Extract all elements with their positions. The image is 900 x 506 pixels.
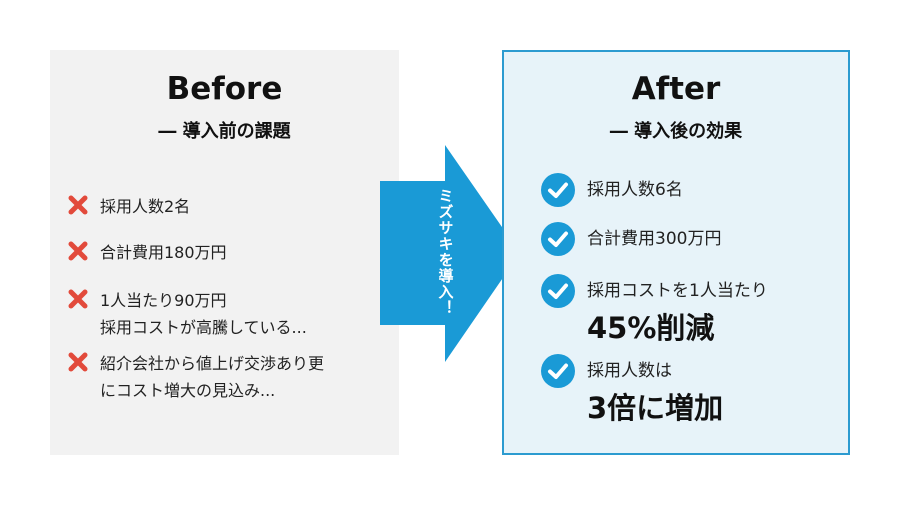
before-title: Before [166, 71, 283, 107]
before-panel: Before ― 導入前の課題 採用人数2名 合計費用180万円 1人当たり90… [50, 50, 399, 455]
after-title: After [631, 71, 721, 107]
before-item-1: 採用人数2名 [68, 193, 190, 220]
x-mark-icon [68, 241, 88, 261]
x-mark-icon [68, 195, 88, 215]
before-item-text: 紹介会社から値上げ交渉あり更 にコスト増大の見込み... [100, 354, 325, 400]
after-panel: After ― 導入後の効果 採用人数6名 合計費用300万円 採用コストを1人… [502, 50, 850, 455]
before-item-text: 合計費用180万円 [100, 243, 227, 262]
before-item-3: 1人当たり90万円 採用コストが高騰している... [68, 287, 307, 341]
after-item-highlight: 3倍に増加 [587, 391, 724, 425]
after-item-text: 採用コストを1人当たり [587, 281, 768, 301]
right-arrow-shape [380, 145, 520, 362]
after-item-text: 合計費用300万円 [587, 229, 722, 249]
after-item-2: 合計費用300万円 [541, 222, 721, 256]
before-subtitle: ― 導入前の課題 [158, 121, 291, 142]
check-circle-icon [541, 354, 575, 388]
check-circle-icon [541, 173, 575, 207]
after-item-3: 採用コストを1人当たり 45%削減 [541, 274, 768, 348]
after-subtitle: ― 導入後の効果 [609, 121, 743, 142]
after-item-text: 採用人数は [587, 361, 672, 381]
after-item-1: 採用人数6名 [541, 173, 683, 207]
before-item-4: 紹介会社から値上げ交渉あり更 にコスト増大の見込み... [68, 350, 324, 404]
x-mark-icon [68, 289, 88, 309]
arrow-label: ミズサキを導入！ [436, 188, 455, 316]
before-item-2: 合計費用180万円 [68, 239, 227, 266]
after-item-4: 採用人数は 3倍に増加 [541, 354, 723, 428]
check-circle-icon [541, 274, 575, 308]
after-item-text: 採用人数6名 [587, 180, 683, 200]
check-circle-icon [541, 222, 575, 256]
x-mark-icon [68, 352, 88, 372]
before-item-text: 1人当たり90万円 採用コストが高騰している... [100, 291, 307, 337]
after-item-highlight: 45%削減 [587, 311, 715, 345]
before-item-text: 採用人数2名 [100, 197, 191, 216]
